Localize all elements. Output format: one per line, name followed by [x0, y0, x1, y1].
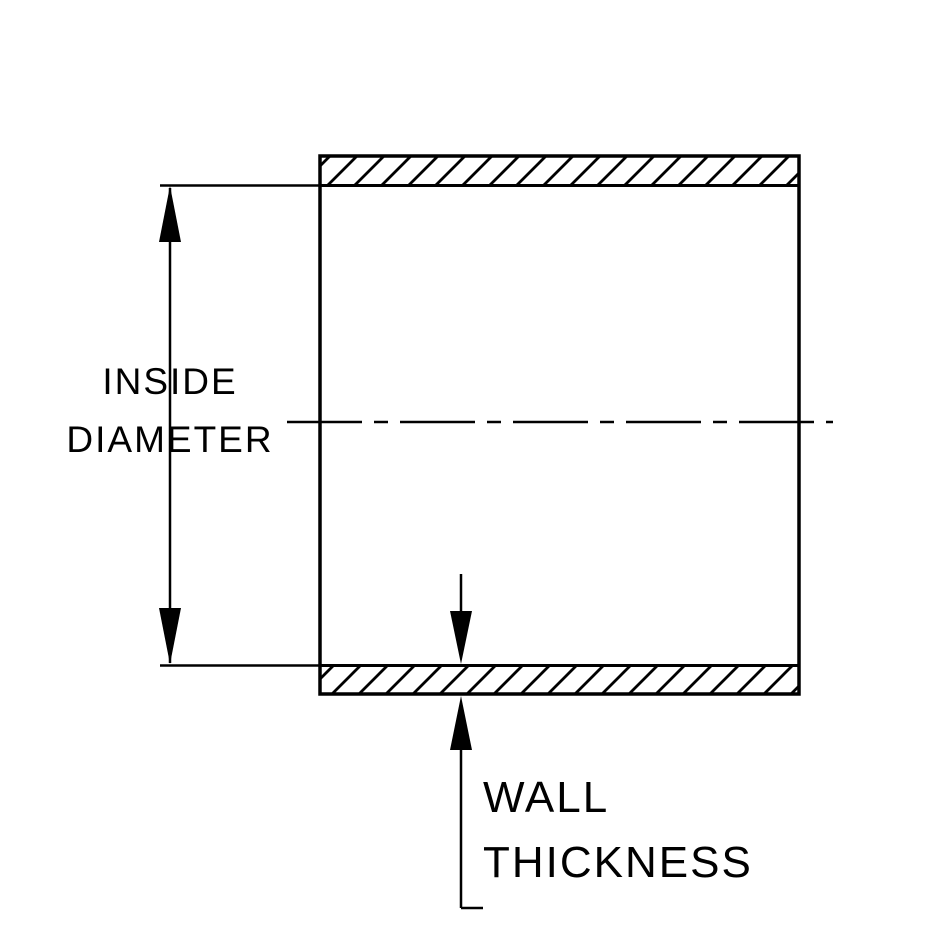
wall-thickness-label-line2: THICKNESS — [483, 838, 753, 887]
arrowhead-down — [159, 608, 181, 664]
wall-thickness-label-line1: WALL — [483, 773, 609, 822]
tube-outline — [318, 154, 801, 696]
tube-cross-section — [287, 154, 833, 696]
arrowhead-up — [159, 186, 181, 242]
inside-diameter-label-line1: INSIDE — [102, 361, 237, 402]
wall-thickness-arrowhead-up — [450, 696, 472, 750]
inside-diameter-label-line2: DIAMETER — [66, 419, 273, 460]
top-wall-hatch — [320, 156, 799, 185]
wall-thickness-dimension: WALL THICKNESS — [450, 574, 753, 910]
wall-thickness-arrowhead-down — [450, 611, 472, 664]
bottom-wall-hatch — [320, 666, 799, 694]
inside-diameter-dimension: INSIDE DIAMETER — [66, 184, 320, 667]
